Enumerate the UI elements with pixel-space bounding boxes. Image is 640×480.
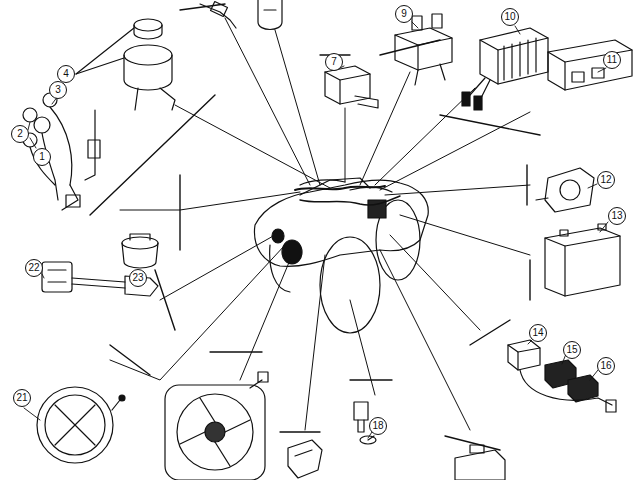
horn bbox=[536, 168, 594, 212]
callout-number: 12 bbox=[597, 171, 615, 189]
callout-number: 7 bbox=[325, 53, 343, 71]
callout-number: 4 bbox=[57, 65, 75, 83]
callout-number: 23 bbox=[129, 269, 147, 287]
group-brackets bbox=[90, 4, 540, 450]
callout-number: 2 bbox=[11, 125, 29, 143]
radiator-fan bbox=[165, 372, 268, 480]
leader-lines bbox=[110, 18, 530, 430]
handlebar-switch bbox=[23, 93, 100, 210]
callout-number: 11 bbox=[603, 51, 621, 69]
callout-number: 13 bbox=[608, 207, 626, 225]
rectifier-regulator bbox=[462, 28, 548, 110]
relay bbox=[325, 66, 378, 108]
cdi-unit bbox=[548, 40, 632, 90]
battery bbox=[545, 224, 620, 296]
top-connectors bbox=[200, 0, 282, 30]
callout-number: 18 bbox=[369, 417, 387, 435]
callout-number: 14 bbox=[529, 324, 547, 342]
callout-number: 3 bbox=[49, 81, 67, 99]
bottom-switches bbox=[288, 440, 505, 480]
callout-number: 10 bbox=[501, 8, 519, 26]
indicator-lamp bbox=[122, 234, 158, 268]
ignition-switch bbox=[76, 19, 175, 110]
callout-number: 1 bbox=[33, 148, 51, 166]
callout-number: 15 bbox=[563, 341, 581, 359]
atv-body bbox=[254, 178, 428, 333]
fuse-and-relay bbox=[508, 340, 616, 412]
callout-number: 9 bbox=[395, 5, 413, 23]
callout-number: 16 bbox=[597, 357, 615, 375]
callout-number: 21 bbox=[13, 389, 31, 407]
callout-number: 22 bbox=[25, 259, 43, 277]
starter-relay bbox=[395, 14, 452, 85]
headlight bbox=[37, 387, 125, 463]
callout-leaders bbox=[24, 22, 608, 438]
ignition-coil bbox=[42, 262, 158, 296]
